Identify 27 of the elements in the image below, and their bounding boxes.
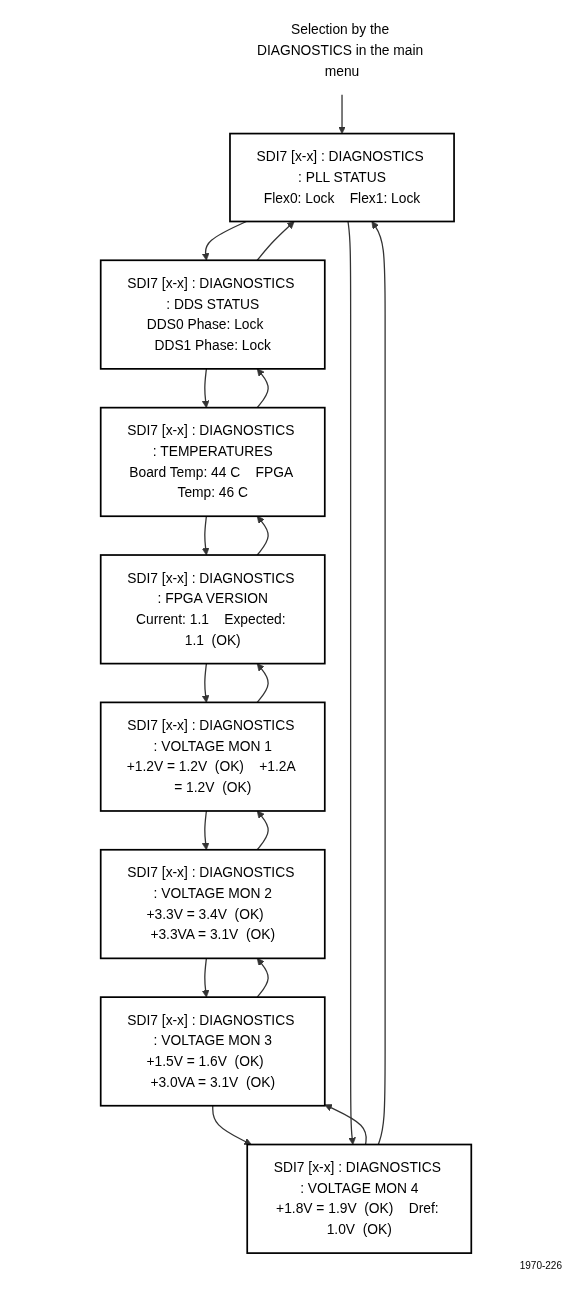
node-box: SDI7 [x-x] : DIAGNOSTICS : FPGA VERSION Current: 1.1 Expected: 1.1 (OK) <box>99 554 326 665</box>
arrow <box>201 957 210 998</box>
arrow <box>256 810 269 851</box>
arrow <box>201 220 247 261</box>
node-box: SDI7 [x-x] : DIAGNOSTICS : DDS STATUS DDS0 Phase: Lock DDS1 Phase: Lock <box>99 259 326 370</box>
arrow <box>256 221 295 261</box>
arrow <box>201 515 210 556</box>
node-box: SDI7 [x-x] : DIAGNOSTICS : VOLTAGE MON 3 +1.5V = 1.6V (OK) +3.0VA = 3.1V (OK) <box>99 996 326 1107</box>
node-box: SDI7 [x-x] : DIAGNOSTICS : VOLTAGE MON 2 +3.3V = 3.4V (OK) +3.3VA = 3.1V (OK) <box>99 848 326 960</box>
node-box: SDI7 [x-x] : DIAGNOSTICS : TEMPERATURES Board Temp: 44 C FPGA Temp: 46 C <box>99 406 326 518</box>
arrow <box>256 515 269 556</box>
arrow <box>256 663 269 704</box>
arrow <box>212 1105 252 1145</box>
arrow <box>347 220 356 1145</box>
arrow <box>201 368 210 408</box>
arrow <box>201 662 210 703</box>
arrow <box>256 958 269 998</box>
arrow <box>201 810 210 851</box>
node-box: SDI7 [x-x] : DIAGNOSTICS : PLL STATUS Flex0: Lock Flex1: Lock <box>229 132 455 223</box>
arrow <box>371 221 386 1146</box>
arrow <box>324 1104 367 1146</box>
arrow <box>338 94 346 134</box>
node-box: SDI7 [x-x] : DIAGNOSTICS : VOLTAGE MON 1 +1.2V = 1.2V (OK) +1.2A = 1.2V (OK) <box>99 701 326 812</box>
node-box: SDI7 [x-x] : DIAGNOSTICS : VOLTAGE MON 4 +1.8V = 1.9V (OK) Dref: 1.0V (OK) <box>246 1143 473 1254</box>
node-text: Selection by the DIAGNOSTICS in the main menu <box>256 22 424 79</box>
figure-number: 1970-226 <box>519 1260 562 1271</box>
arrow <box>256 368 269 409</box>
